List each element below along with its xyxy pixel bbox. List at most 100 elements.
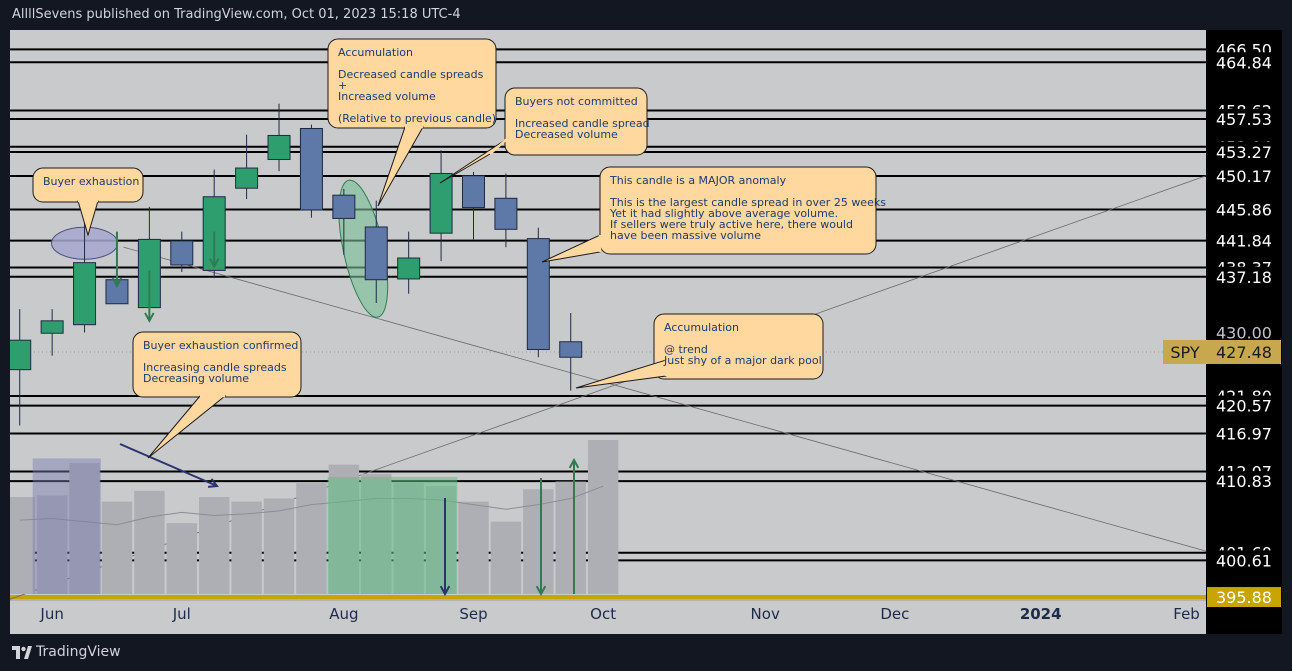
level-tag bbox=[1207, 108, 1281, 129]
arrow-head bbox=[535, 585, 547, 597]
price-label: 453.27 bbox=[1216, 143, 1272, 162]
candle bbox=[397, 231, 421, 294]
level-tag bbox=[1207, 166, 1281, 187]
candle-body bbox=[494, 197, 518, 230]
price-label: 464.84 bbox=[1216, 53, 1272, 72]
candle bbox=[267, 103, 291, 172]
note-text: Decreased volume bbox=[515, 128, 618, 141]
note-text: Decreased candle spreads bbox=[338, 68, 484, 81]
price-label: 437.18 bbox=[1216, 268, 1272, 287]
candle bbox=[8, 309, 32, 426]
candle-body bbox=[267, 134, 291, 161]
symbol-tag bbox=[1163, 339, 1207, 364]
note-text: Buyers not committed bbox=[515, 95, 638, 108]
note-box bbox=[599, 166, 877, 255]
symbol-label: SPY bbox=[1170, 343, 1199, 362]
candle-body bbox=[397, 257, 421, 280]
candle-body bbox=[299, 127, 323, 211]
candle bbox=[73, 216, 97, 333]
level-tag bbox=[1207, 230, 1281, 251]
price-label: 445.86 bbox=[1216, 200, 1272, 219]
note-text: This is the largest candle spread in ove… bbox=[609, 196, 886, 209]
volume-bar bbox=[458, 501, 489, 594]
volume-bar bbox=[523, 489, 554, 594]
price-axis: 466.50464.84458.62457.53453.94453.27450.… bbox=[1163, 39, 1281, 608]
candle bbox=[461, 171, 485, 240]
arrow-down-green-2 bbox=[144, 270, 155, 323]
arrow-head bbox=[144, 312, 155, 323]
level-tag bbox=[1207, 587, 1281, 608]
note-buyer-exhaustion: Buyer exhaustion bbox=[32, 167, 144, 237]
tradingview-logo-icon bbox=[12, 646, 32, 659]
note-text: @ trend bbox=[664, 343, 708, 356]
time-label: 2024 bbox=[1020, 605, 1062, 623]
candle-body bbox=[559, 341, 583, 358]
note-text: Increased candle spread bbox=[515, 117, 650, 130]
time-label: Jul bbox=[172, 605, 191, 623]
note-box bbox=[653, 313, 824, 380]
time-label: Nov bbox=[751, 605, 780, 623]
note-text: Increased volume bbox=[338, 90, 436, 103]
time-label: Dec bbox=[880, 605, 909, 623]
note-text: (Relative to previous candle) bbox=[338, 112, 496, 125]
level-tag bbox=[1207, 141, 1281, 162]
volume-bar bbox=[490, 521, 522, 594]
candles bbox=[8, 103, 583, 426]
note-text: + bbox=[338, 79, 347, 92]
volume-bar bbox=[263, 498, 295, 594]
arrow-head bbox=[568, 457, 580, 469]
note-text: Just shy of a major dark pool bbox=[663, 354, 822, 367]
level-tag bbox=[1207, 266, 1281, 287]
time-label: Sep bbox=[459, 605, 487, 623]
volume-bar bbox=[101, 501, 133, 594]
candle bbox=[364, 200, 388, 303]
volume-highlight-blue bbox=[32, 458, 101, 594]
note-box bbox=[504, 87, 648, 156]
arrow-head bbox=[111, 277, 123, 289]
candle bbox=[235, 134, 259, 200]
volume-bar bbox=[134, 490, 165, 594]
price-label: 410.83 bbox=[1216, 472, 1272, 491]
candle bbox=[40, 309, 64, 356]
volume-bar bbox=[166, 523, 197, 594]
note-text: Buyer exhaustion confirmed bbox=[143, 339, 298, 352]
note-text: Accumulation bbox=[664, 321, 739, 334]
volume-bar bbox=[36, 495, 68, 594]
arrow-head bbox=[209, 258, 220, 269]
arrow-volume-up-green bbox=[568, 457, 580, 594]
arrow-head bbox=[207, 478, 219, 488]
last-price-tag bbox=[1207, 339, 1281, 364]
note-text: Buyer exhaustion bbox=[43, 175, 139, 188]
candle-body bbox=[526, 238, 550, 351]
arrow-down-green-1 bbox=[111, 231, 123, 289]
arrow-volume-down-blue bbox=[439, 498, 451, 597]
volume-bar bbox=[4, 496, 35, 594]
volume-bar bbox=[198, 496, 230, 594]
candle bbox=[526, 227, 550, 358]
price-label: 395.88 bbox=[1216, 588, 1272, 607]
volume-highlight-green bbox=[327, 476, 458, 594]
arrow-down-green-3 bbox=[209, 231, 220, 269]
arrow-head bbox=[439, 585, 451, 597]
arrow-volume-down-green bbox=[535, 478, 547, 597]
volume-bar bbox=[296, 483, 327, 594]
note-text: Increasing candle spreads bbox=[143, 361, 287, 374]
candle-body bbox=[8, 339, 32, 371]
candle bbox=[429, 150, 453, 262]
price-label: 420.57 bbox=[1216, 397, 1272, 416]
candle-body bbox=[364, 226, 388, 281]
candle-body bbox=[429, 172, 453, 234]
arrow-volume-decline bbox=[119, 443, 219, 488]
footer: TradingView bbox=[0, 636, 1292, 671]
candle bbox=[299, 124, 323, 218]
time-label: Feb bbox=[1173, 605, 1200, 623]
level-tag bbox=[1207, 395, 1281, 416]
candle bbox=[494, 173, 518, 248]
time-axis-background bbox=[10, 600, 1206, 634]
arrow-shaft bbox=[119, 443, 218, 487]
